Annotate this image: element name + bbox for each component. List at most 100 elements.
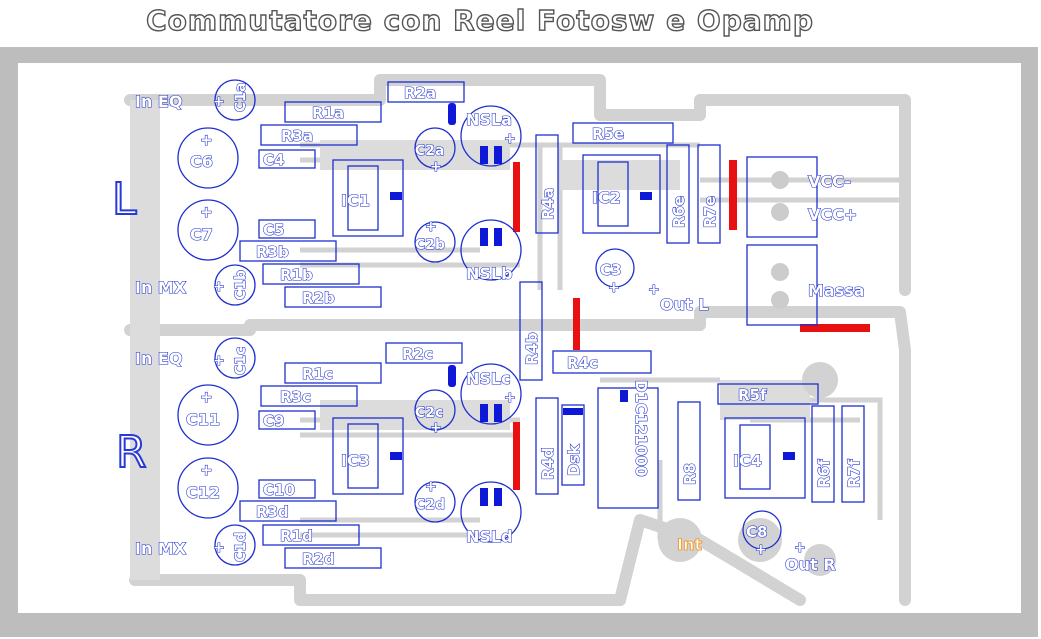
svg-text:+: + [213,353,225,369]
resistor-r8: R8 [677,401,701,501]
photoswitch-nslc: NSLc + [448,363,522,425]
svg-text:+: + [504,390,516,406]
svg-text:NSLb: NSLb [466,264,513,283]
cap-c1d: C1d + [212,524,256,566]
cap-c6: + C6 [177,127,239,189]
svg-text:+: + [200,461,213,479]
resistor-r1b: R1b [262,263,360,285]
svg-text:R7e: R7e [701,196,719,228]
resistor-r7e: R7e [697,144,721,244]
resistor-r6f: R6f [811,405,835,503]
cap-c10: C10 [258,479,316,500]
svg-text:NSLa: NSLa [466,110,512,129]
photoswitch-nslb: NSLb [460,219,522,284]
svg-text:C2d: C2d [415,497,445,513]
svg-text:R2a: R2a [404,84,436,102]
ic-ic4: IC4 [724,417,806,499]
ground-label: Massa [808,281,865,300]
svg-text:Dsk: Dsk [565,444,583,476]
svg-text:R4a: R4a [539,188,557,220]
svg-text:R1c: R1c [302,365,333,383]
svg-text:R3a: R3a [281,127,313,145]
svg-text:IC1: IC1 [341,191,370,210]
svg-text:+: + [608,280,620,296]
svg-text:+: + [213,279,225,295]
resistor-r4a: R4a [535,134,559,234]
svg-text:R4c: R4c [567,354,598,372]
cap-c11: + C11 [177,384,239,446]
resistor-r4c: R4c [552,350,652,374]
resistor-r4b: R4b [519,281,543,381]
input-eq-right: In EQ [135,349,182,368]
svg-text:R2d: R2d [302,550,335,568]
svg-text:+: + [430,420,442,436]
input-mx-right: In MX [135,539,187,558]
svg-text:+: + [200,131,213,149]
svg-text:C3: C3 [600,261,621,279]
svg-text:R6e: R6e [670,196,688,228]
svg-text:+: + [430,159,442,175]
resistor-r1d: R1d [262,524,360,546]
svg-text:R6f: R6f [815,459,833,488]
svg-text:NSLd: NSLd [466,527,513,546]
resistor-r7f: R7f [841,405,865,503]
svg-text:R1d: R1d [280,527,313,545]
svg-text:IC3: IC3 [341,451,370,470]
resistor-r6e: R6e [666,144,690,244]
cap-c8: C8 + [742,510,782,559]
svg-text:C1b: C1b [233,270,249,300]
svg-text:C4: C4 [263,151,284,169]
svg-text:R5e: R5e [592,125,624,143]
svg-text:+: + [425,219,437,235]
svg-text:C2b: C2b [415,237,445,253]
svg-text:C1c: C1c [233,347,249,375]
cap-c1c: C1c + [212,337,256,379]
cap-c7: + C7 [177,199,239,261]
input-eq-left: In EQ [135,92,182,111]
cap-c5: C5 [258,219,316,240]
svg-text:C10: C10 [263,481,295,499]
cap-c2d: + C2d [414,478,456,523]
svg-text:+: + [200,203,213,221]
svg-text:R3d: R3d [256,503,289,521]
svg-text:R1a: R1a [312,104,344,122]
switch-int-label: Int [677,535,702,554]
display-dsk: Dsk [561,404,585,486]
svg-text:+: + [213,94,225,110]
output-right: Out R [785,555,836,574]
svg-text:R3b: R3b [256,243,289,261]
svg-text:R5f: R5f [738,386,767,404]
cap-c2b: + C2b [414,218,456,263]
cap-c1b: C1b + [212,264,256,306]
vcc-minus-label: VCC- [808,172,851,191]
cap-c3: C3 + [595,248,635,297]
svg-text:R2b: R2b [302,289,335,307]
svg-text:C2a: C2a [415,143,444,159]
cap-c2c: C2c + [414,389,456,437]
ic-ic1: IC1 [332,159,404,237]
resistor-r2b: R2b [284,286,382,308]
resistor-r2d: R2d [284,547,382,569]
cap-c4: C4 [258,149,316,170]
svg-text:D1C121000: D1C121000 [632,380,650,477]
svg-text:R8: R8 [681,463,699,485]
svg-text:+: + [425,479,437,495]
jumpers [513,160,870,490]
vcc-plus-label: VCC+ [808,205,857,224]
cap-c2a: C2a + [414,127,456,176]
resistor-r2a: R2a [387,81,465,103]
svg-text:IC4: IC4 [733,451,762,470]
svg-text:R1b: R1b [280,266,313,284]
output-left: Out L [660,295,708,314]
svg-text:C8: C8 [746,523,767,541]
resistor-r2c: R2c [385,342,463,364]
svg-text:+: + [213,540,225,556]
svg-text:C5: C5 [263,221,284,239]
cap-c1a: C1a + [212,79,256,121]
resistor-r5e: R5e [572,122,674,144]
svg-text:C9: C9 [263,412,284,430]
svg-text:R2c: R2c [402,345,433,363]
resistor-r3d: R3d [239,500,337,522]
svg-text:R4b: R4b [523,332,541,365]
